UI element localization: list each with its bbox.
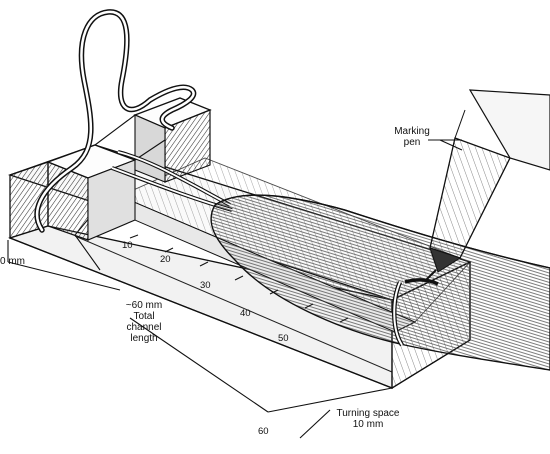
- wire-loop: [34, 9, 197, 233]
- tendon-graft: [210, 194, 550, 371]
- ruler-tick-label: 60: [258, 426, 269, 437]
- ruler-tick-label: 30: [200, 280, 211, 291]
- total-channel-length-line4: length: [130, 333, 158, 344]
- marking-pen-label-line1: Marking: [394, 126, 430, 137]
- zero-mm-label: 0 mm: [0, 256, 25, 267]
- dimension-lines: [7, 139, 463, 439]
- turning-space-label: Turning space 10 mm: [328, 408, 408, 430]
- total-channel-length-line2: Total: [133, 311, 155, 322]
- ruler-tick-label: 40: [240, 308, 251, 319]
- ruler-tick-label: 20: [160, 254, 171, 265]
- ruler-tick-marks: [129, 234, 349, 323]
- ruler-tick-label: 50: [278, 333, 289, 344]
- total-channel-length-line1: ~60 mm: [125, 300, 163, 311]
- total-channel-length-label: ~60 mm Total channel length: [118, 300, 170, 344]
- marking-pen-label-line2: pen: [403, 137, 421, 148]
- marking-pen-label: Marking pen: [382, 126, 442, 148]
- turning-space-line2: 10 mm: [352, 419, 384, 430]
- turning-space-line1: Turning space: [336, 408, 400, 419]
- total-channel-length-line3: channel: [126, 322, 162, 333]
- marking-pen-drawing: [425, 89, 550, 281]
- ruler-tick-label: 10: [122, 240, 133, 251]
